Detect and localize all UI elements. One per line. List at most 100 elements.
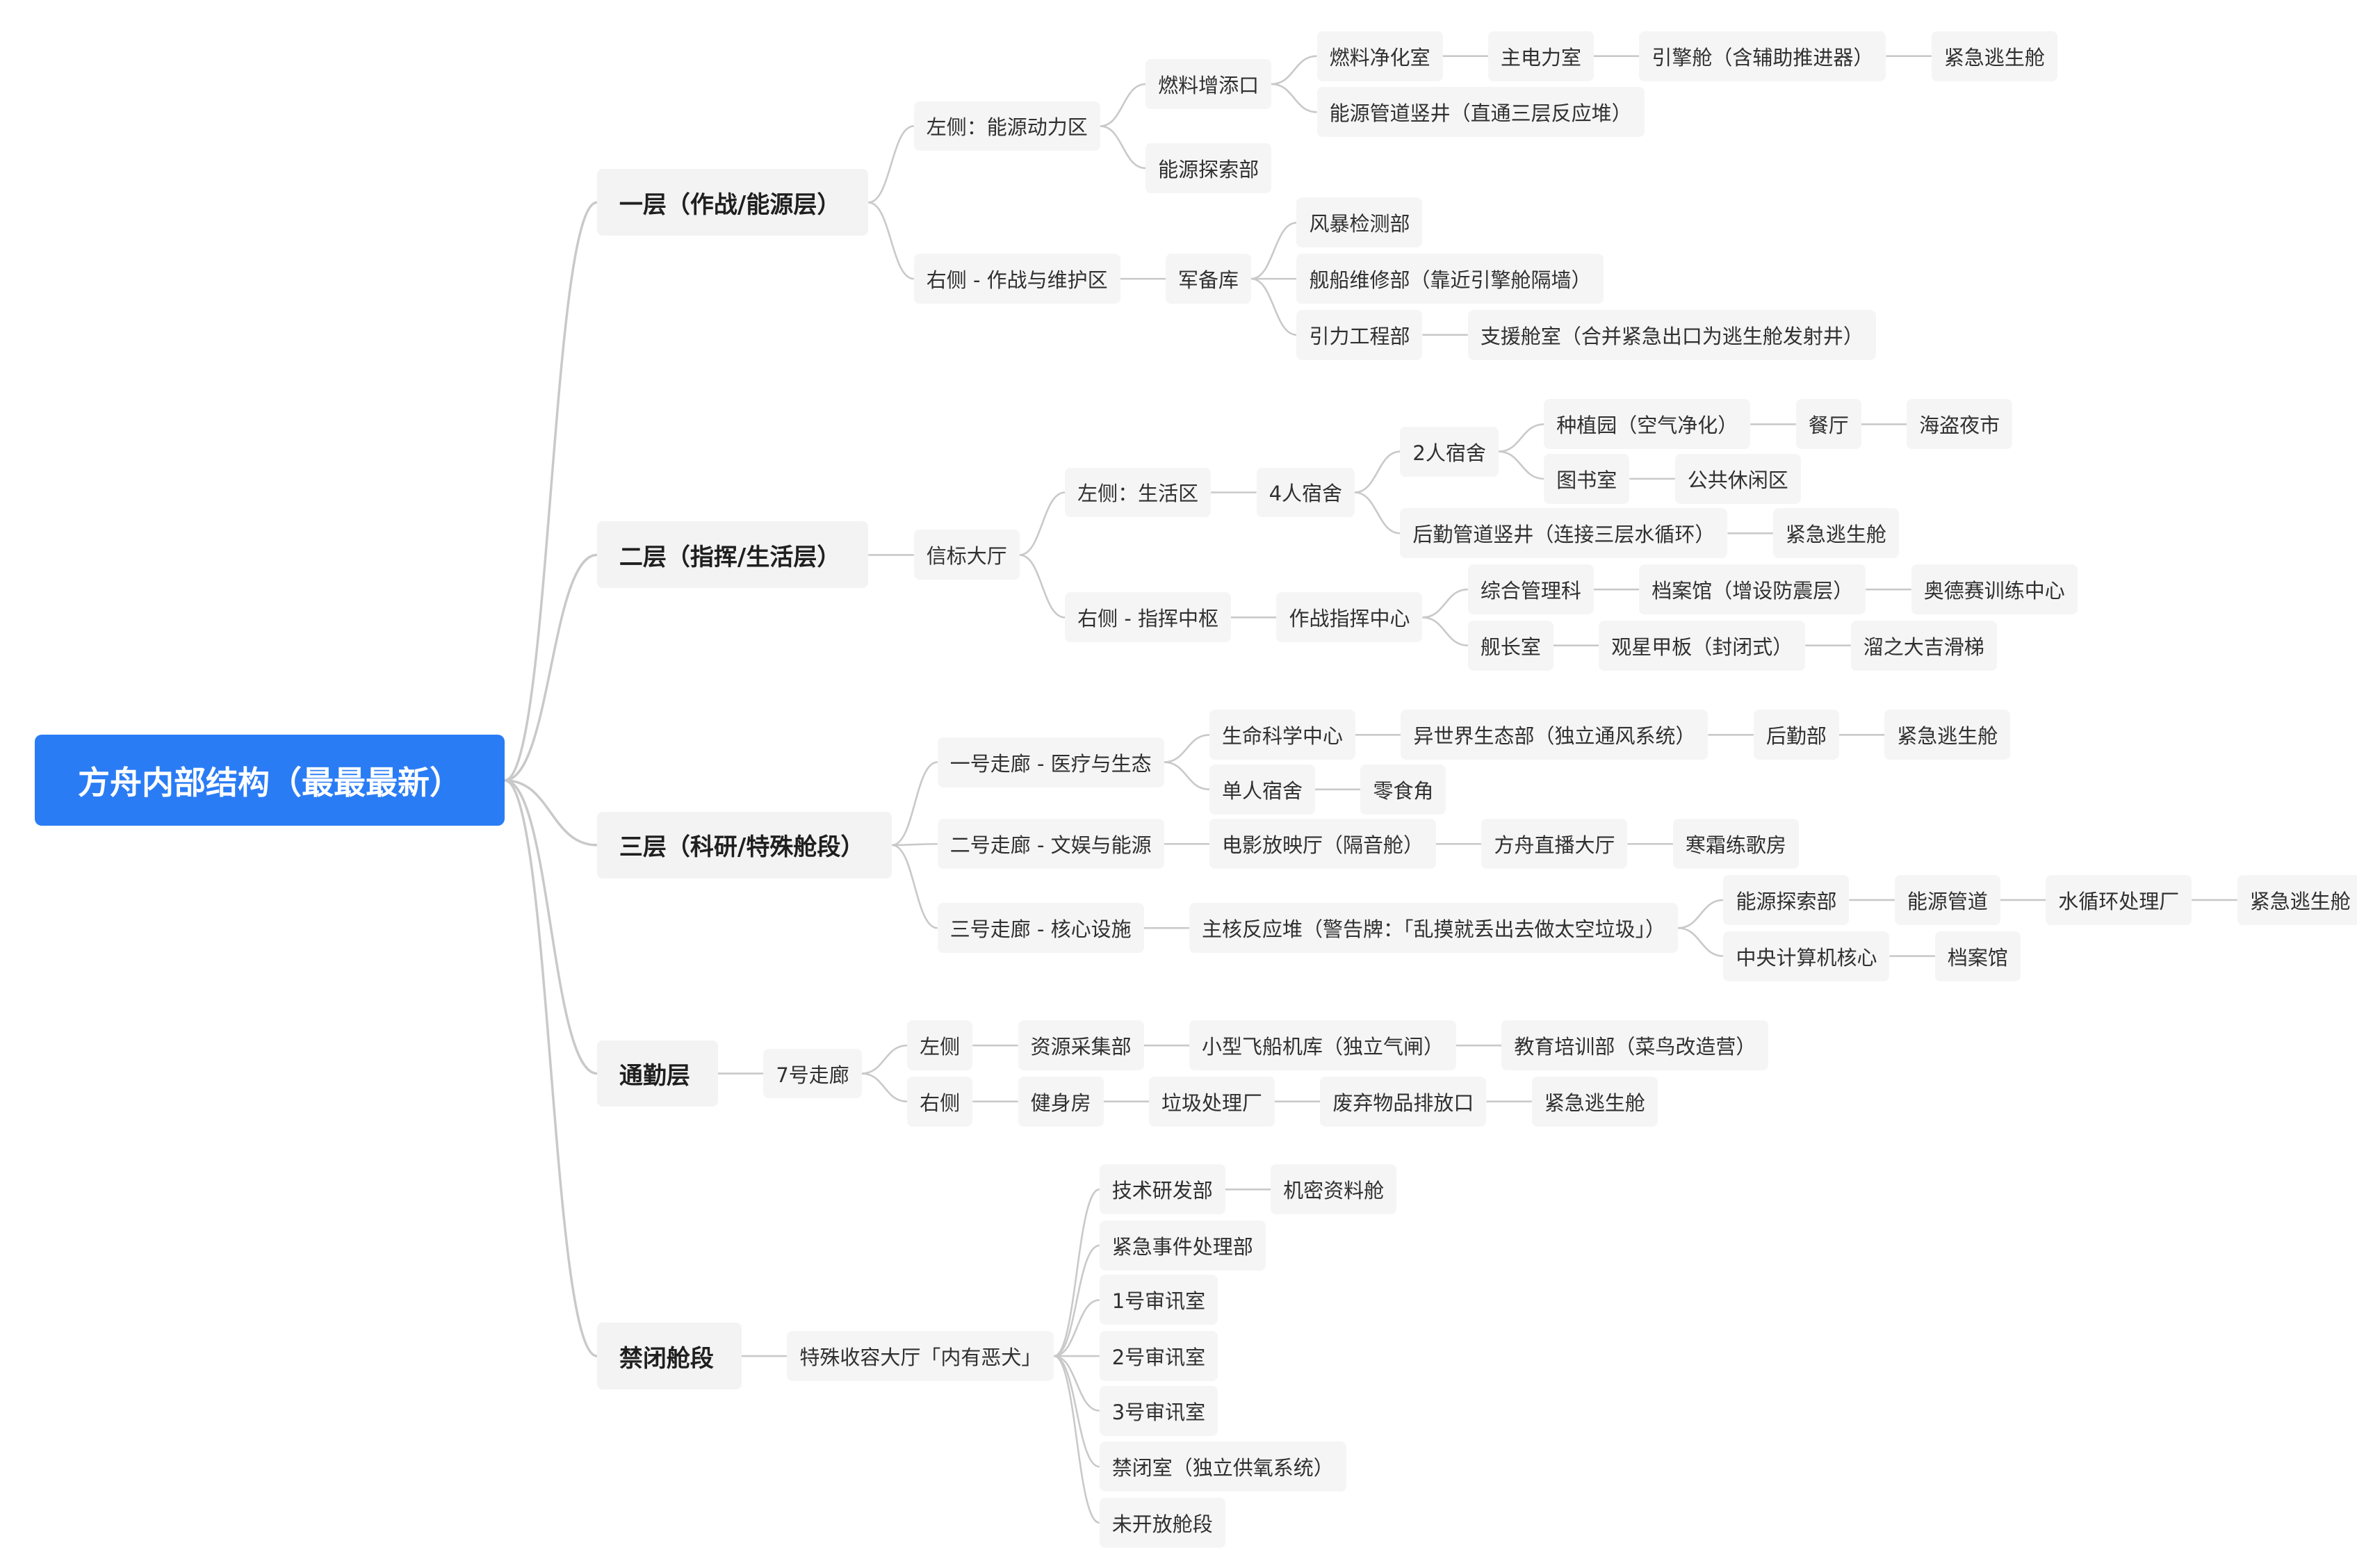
subtopic[interactable]: 电影放映厅（隔音舱） — [1209, 819, 1437, 869]
subtopic[interactable]: 作战指挥中心 — [1276, 592, 1423, 643]
subtopic[interactable]: 废弃物品排放口 — [1320, 1076, 1487, 1127]
topic-label: 三层（科研/特殊舱段） — [619, 833, 865, 862]
connector-line — [861, 1044, 908, 1075]
subtopic[interactable]: 图书室 — [1544, 453, 1630, 504]
subtopic[interactable]: 舰长室 — [1467, 620, 1553, 671]
subtopic[interactable]: 左侧：能源动力区 — [913, 101, 1100, 152]
connector-line — [504, 778, 598, 1357]
subtopic[interactable]: 二号走廊 - 文娱与能源 — [937, 819, 1164, 869]
subtopic[interactable]: 能源探索部 — [1145, 143, 1272, 193]
topic-label: 方舟内部结构（最最最新） — [78, 763, 462, 801]
subtopic[interactable]: 溜之大吉滑梯 — [1850, 620, 1997, 671]
subtopic[interactable]: 主电力室 — [1487, 31, 1594, 81]
subtopic[interactable]: 4人宿舍 — [1256, 467, 1355, 518]
topic-label: 信标大厅 — [926, 544, 1007, 569]
subtopic[interactable]: 主核反应堆（警告牌：「乱摸就丢出去做太空垃圾」） — [1189, 903, 1679, 954]
subtopic[interactable]: 综合管理科 — [1467, 564, 1594, 614]
subtopic[interactable]: 三号走廊 - 核心设施 — [937, 903, 1144, 954]
subtopic[interactable]: 能源管道竖井（直通三层反应堆） — [1316, 87, 1645, 138]
subtopic[interactable]: 公共休闲区 — [1674, 453, 1801, 504]
subtopic[interactable]: 海盗夜市 — [1907, 399, 2013, 450]
topic-label: 右侧 — [920, 1091, 961, 1115]
subtopic[interactable]: 燃料净化室 — [1316, 31, 1443, 81]
main-topic[interactable]: 二层（指挥/生活层） — [596, 521, 869, 589]
topic-label: 紧急逃生舱 — [1897, 724, 1998, 749]
topic-label: 1号审讯室 — [1111, 1289, 1206, 1314]
subtopic[interactable]: 风暴检测部 — [1296, 197, 1423, 248]
root-topic[interactable]: 方舟内部结构（最最最新） — [35, 735, 505, 826]
subtopic[interactable]: 异世界生态部（独立通风系统） — [1401, 710, 1708, 760]
topic-label: 三号走廊 - 核心设施 — [949, 917, 1132, 942]
subtopic[interactable]: 右侧 - 指挥中枢 — [1065, 592, 1232, 643]
subtopic[interactable]: 未开放舱段 — [1099, 1497, 1225, 1548]
main-topic[interactable]: 禁闭舱段 — [596, 1323, 742, 1390]
subtopic[interactable]: 右侧 — [907, 1076, 973, 1127]
subtopic[interactable]: 能源管道 — [1894, 874, 2000, 925]
subtopic[interactable]: 机密资料舱 — [1271, 1164, 1397, 1215]
subtopic[interactable]: 紧急逃生舱 — [1531, 1076, 1658, 1127]
subtopic[interactable]: 小型飞船机库（独立气闸） — [1189, 1020, 1457, 1071]
subtopic[interactable]: 能源探索部 — [1723, 874, 1850, 925]
main-topic[interactable]: 一层（作战/能源层） — [596, 169, 869, 236]
subtopic[interactable]: 技术研发部 — [1099, 1164, 1225, 1215]
subtopic[interactable]: 观星甲板（封闭式） — [1599, 620, 1806, 671]
connector-line — [892, 842, 938, 847]
connector-line — [1422, 616, 1468, 646]
subtopic[interactable]: 信标大厅 — [913, 530, 1020, 580]
connector-line — [504, 778, 598, 1075]
connector-line — [1498, 423, 1544, 452]
subtopic[interactable]: 燃料增添口 — [1145, 59, 1272, 109]
subtopic[interactable]: 水循环处理厂 — [2046, 874, 2192, 925]
subtopic[interactable]: 一号走廊 - 医疗与生态 — [937, 737, 1164, 787]
subtopic[interactable]: 引擎舱（含辅助推进器） — [1639, 31, 1886, 81]
topic-label: 奥德赛训练中心 — [1923, 579, 2065, 603]
connector-line — [504, 201, 598, 782]
subtopic[interactable]: 资源采集部 — [1018, 1020, 1144, 1071]
subtopic[interactable]: 紧急逃生舱 — [1772, 508, 1899, 559]
subtopic[interactable]: 紧急逃生舱 — [1884, 710, 2011, 760]
topic-label: 小型飞船机库（独立气闸） — [1202, 1035, 1444, 1059]
subtopic[interactable]: 零食角 — [1360, 764, 1446, 815]
subtopic[interactable]: 特殊收容大厅「内有恶犬」 — [787, 1331, 1054, 1382]
subtopic[interactable]: 寒霜练歌房 — [1672, 819, 1799, 869]
subtopic[interactable]: 健身房 — [1018, 1076, 1104, 1127]
subtopic[interactable]: 档案馆（增设防震层） — [1639, 564, 1866, 614]
topic-label: 紧急逃生舱 — [1544, 1091, 1645, 1115]
subtopic[interactable]: 种植园（空气净化） — [1544, 399, 1751, 450]
subtopic[interactable]: 舰船维修部（靠近引擎舱隔墙） — [1296, 254, 1604, 304]
connector-line — [1054, 1355, 1100, 1412]
subtopic[interactable]: 1号审讯室 — [1099, 1275, 1218, 1325]
subtopic[interactable]: 垃圾处理厂 — [1149, 1076, 1275, 1127]
subtopic[interactable]: 2人宿舍 — [1400, 426, 1499, 477]
main-topic[interactable]: 通勤层 — [596, 1040, 718, 1107]
subtopic[interactable]: 后勤部 — [1753, 710, 1839, 760]
subtopic[interactable]: 生命科学中心 — [1209, 710, 1356, 760]
subtopic[interactable]: 紧急事件处理部 — [1099, 1220, 1266, 1271]
subtopic[interactable]: 档案馆 — [1934, 931, 2021, 981]
connector-line — [1100, 125, 1146, 170]
topic-label: 健身房 — [1030, 1091, 1091, 1115]
subtopic[interactable]: 7号走廊 — [763, 1048, 862, 1099]
subtopic[interactable]: 奥德赛训练中心 — [1911, 564, 2078, 614]
subtopic[interactable]: 中央计算机核心 — [1723, 931, 1890, 981]
subtopic[interactable]: 引力工程部 — [1296, 309, 1423, 360]
subtopic[interactable]: 紧急逃生舱 — [1931, 31, 2057, 81]
subtopic[interactable]: 左侧 — [907, 1020, 973, 1071]
subtopic[interactable]: 单人宿舍 — [1209, 764, 1316, 815]
topic-label: 中央计算机核心 — [1736, 945, 1877, 970]
subtopic[interactable]: 紧急逃生舱 — [2237, 874, 2357, 925]
subtopic[interactable]: 教育培训部（菜鸟改造营） — [1501, 1020, 1769, 1071]
subtopic[interactable]: 餐厅 — [1795, 399, 1861, 450]
subtopic[interactable]: 军备库 — [1166, 254, 1252, 304]
topic-label: 二号走廊 - 文娱与能源 — [949, 833, 1152, 858]
subtopic[interactable]: 禁闭室（独立供氧系统） — [1099, 1442, 1346, 1492]
subtopic[interactable]: 左侧：生活区 — [1065, 467, 1212, 518]
connector-line — [868, 202, 914, 280]
subtopic[interactable]: 右侧 - 作战与维护区 — [913, 254, 1120, 304]
subtopic[interactable]: 后勤管道竖井（连接三层水循环） — [1400, 508, 1728, 559]
subtopic[interactable]: 方舟直播大厅 — [1481, 819, 1628, 869]
subtopic[interactable]: 2号审讯室 — [1099, 1331, 1218, 1382]
subtopic[interactable]: 3号审讯室 — [1099, 1385, 1218, 1436]
subtopic[interactable]: 支援舱室（合并紧急出口为逃生舱发射井） — [1467, 309, 1876, 360]
main-topic[interactable]: 三层（科研/特殊舱段） — [596, 811, 892, 879]
